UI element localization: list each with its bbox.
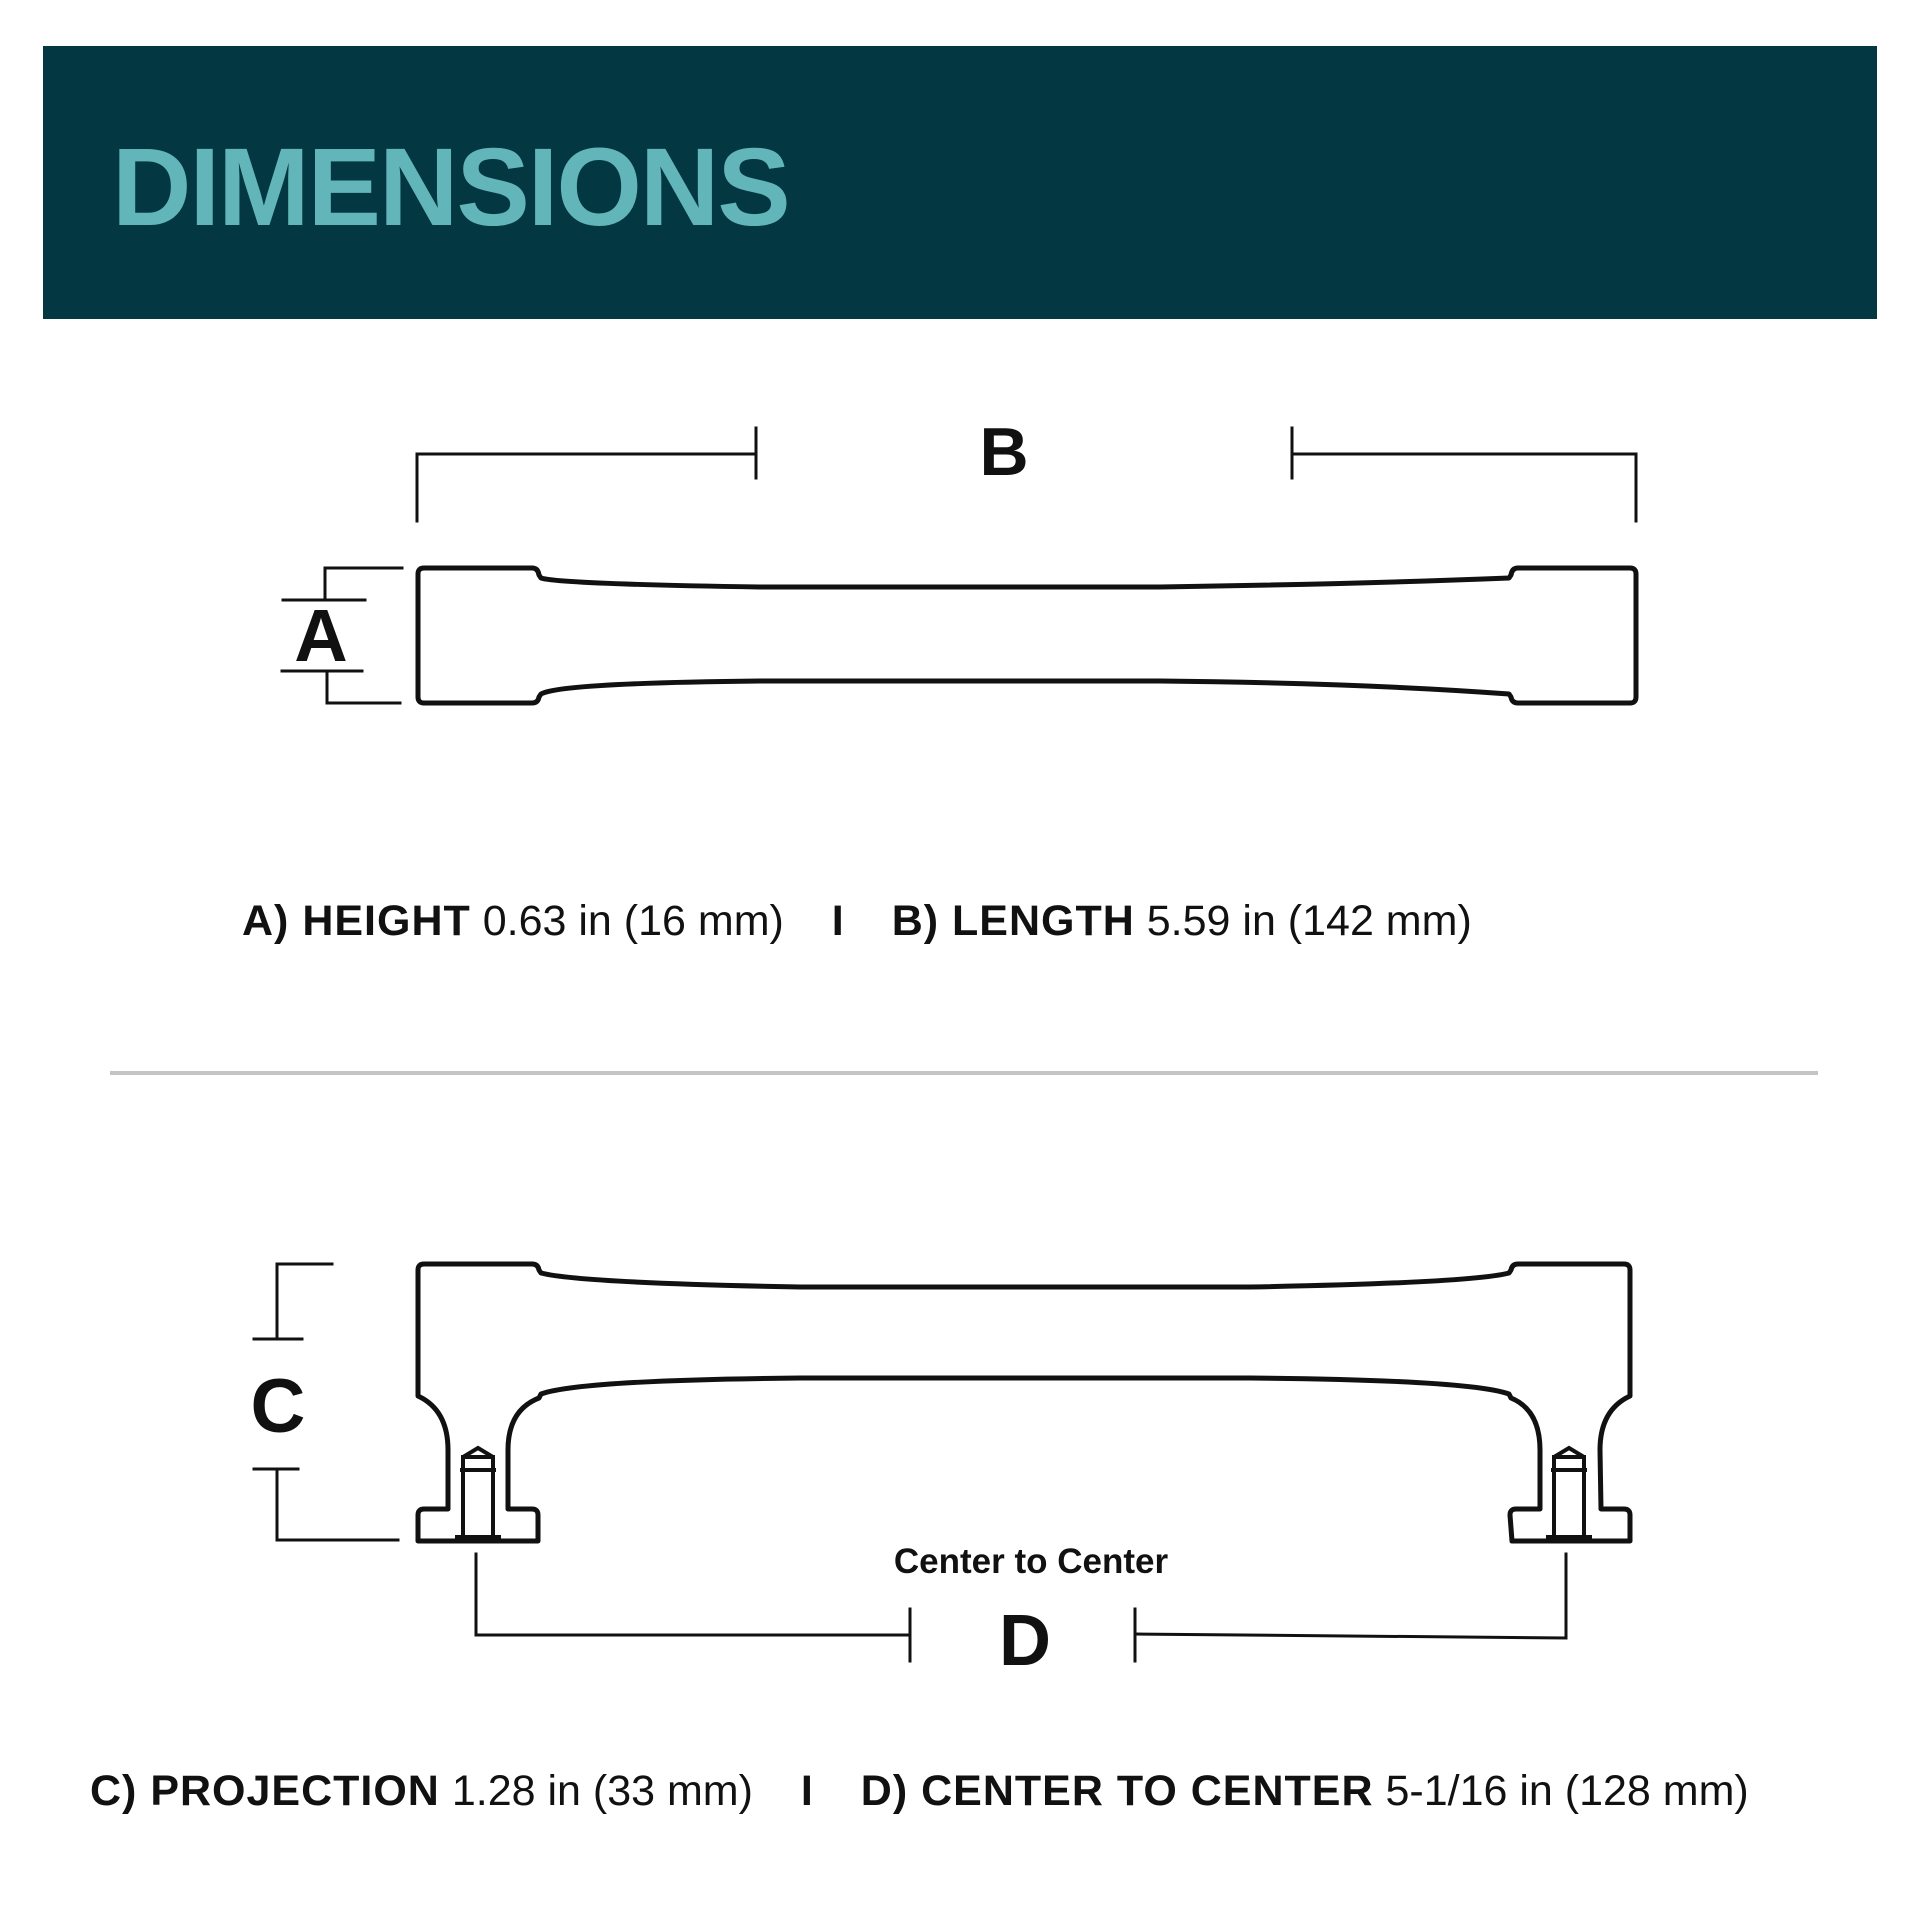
label-a: A — [294, 594, 347, 677]
dimension-c-bracket — [252, 1262, 400, 1542]
projection-value: 1.28 in (33 mm) — [451, 1767, 753, 1815]
specs-row-1: A) HEIGHT 0.63 in (16 mm) I B) LENGTH 5.… — [242, 896, 1472, 946]
length-label: B) LENGTH — [891, 897, 1135, 945]
handle-top-view-outline — [415, 565, 1639, 706]
center-to-center-value: 5-1/16 in (128 mm) — [1385, 1767, 1749, 1815]
projection-label: C) PROJECTION — [90, 1767, 440, 1815]
top-view-drawing — [280, 426, 1639, 706]
dimension-b-bracket — [415, 426, 1638, 523]
dimension-a-bracket — [280, 566, 404, 705]
length-value: 5.59 in (142 mm) — [1146, 897, 1472, 945]
label-d: D — [999, 1601, 1051, 1681]
right-screw — [1546, 1445, 1592, 1543]
left-screw — [455, 1445, 501, 1543]
specs-row-2: C) PROJECTION 1.28 in (33 mm) I D) CENTE… — [90, 1766, 1749, 1816]
handle-side-view-outline — [415, 1261, 1633, 1544]
center-to-center-label: D) CENTER TO CENTER — [860, 1767, 1374, 1815]
separator: I — [831, 897, 844, 945]
side-view-drawing — [252, 1261, 1633, 1663]
header-banner — [43, 46, 1877, 319]
page-title: DIMENSIONS — [112, 126, 791, 249]
separator: I — [800, 1767, 813, 1815]
label-c: C — [251, 1364, 306, 1449]
label-b: B — [979, 414, 1028, 490]
dimension-d-bracket — [474, 1552, 1568, 1663]
height-value: 0.63 in (16 mm) — [482, 897, 784, 945]
center-to-center-note: Center to Center — [894, 1542, 1169, 1581]
height-label: A) HEIGHT — [242, 897, 471, 945]
section-divider — [110, 1071, 1818, 1075]
